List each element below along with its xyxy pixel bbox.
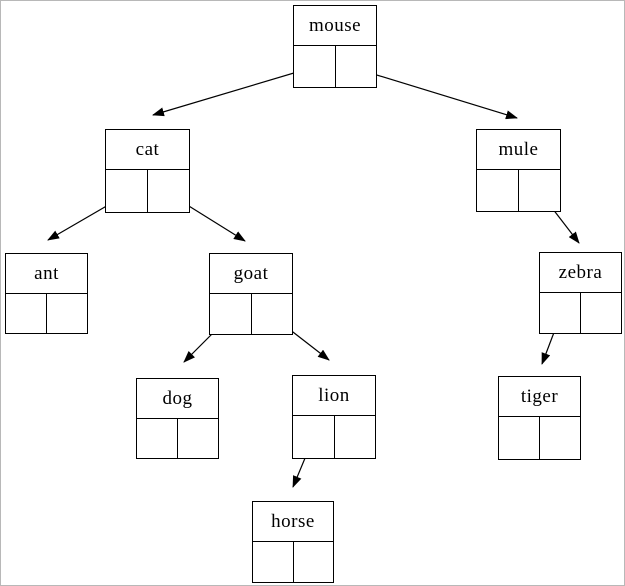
- tree-node-zebra: zebra: [539, 252, 622, 334]
- node-label: dog: [137, 379, 218, 419]
- left-pointer-cell: [106, 170, 148, 212]
- node-label: ant: [6, 254, 87, 294]
- pointer-cells: [499, 417, 580, 459]
- node-label: horse: [253, 502, 333, 542]
- left-pointer-cell: [477, 170, 519, 211]
- right-pointer-cell: [336, 46, 377, 87]
- node-label: tiger: [499, 377, 580, 417]
- right-pointer-cell: [178, 419, 218, 458]
- pointer-cells: [6, 294, 87, 333]
- edge-mouse-cat: [152, 66, 315, 117]
- pointer-cells: [477, 170, 560, 211]
- right-pointer-cell: [148, 170, 189, 212]
- node-label: mouse: [294, 6, 376, 46]
- left-pointer-cell: [540, 293, 581, 333]
- pointer-cells: [293, 416, 375, 458]
- pointer-cells: [137, 419, 218, 458]
- tree-node-mule: mule: [476, 129, 561, 212]
- node-label: lion: [293, 376, 375, 416]
- node-label: cat: [106, 130, 189, 170]
- left-pointer-cell: [6, 294, 47, 333]
- right-pointer-cell: [252, 294, 293, 334]
- left-pointer-cell: [294, 46, 336, 87]
- pointer-cells: [540, 293, 621, 333]
- right-pointer-cell: [581, 293, 621, 333]
- right-pointer-cell: [540, 417, 580, 459]
- tree-node-ant: ant: [5, 253, 88, 334]
- left-pointer-cell: [293, 416, 335, 458]
- left-pointer-cell: [210, 294, 252, 334]
- right-pointer-cell: [47, 294, 87, 333]
- tree-node-cat: cat: [105, 129, 190, 213]
- tree-node-mouse: mouse: [293, 5, 377, 88]
- tree-node-tiger: tiger: [498, 376, 581, 460]
- pointer-cells: [210, 294, 292, 334]
- left-pointer-cell: [499, 417, 540, 459]
- left-pointer-cell: [253, 542, 294, 582]
- tree-node-dog: dog: [136, 378, 219, 459]
- left-pointer-cell: [137, 419, 178, 458]
- tree-node-horse: horse: [252, 501, 334, 583]
- right-pointer-cell: [519, 170, 560, 211]
- pointer-cells: [106, 170, 189, 212]
- right-pointer-cell: [335, 416, 376, 458]
- node-label: mule: [477, 130, 560, 170]
- edge-mouse-mule: [353, 67, 518, 120]
- node-label: zebra: [540, 253, 621, 293]
- pointer-cells: [253, 542, 333, 582]
- node-label: goat: [210, 254, 292, 294]
- tree-node-goat: goat: [209, 253, 293, 335]
- right-pointer-cell: [294, 542, 334, 582]
- pointer-cells: [294, 46, 376, 87]
- tree-node-lion: lion: [292, 375, 376, 459]
